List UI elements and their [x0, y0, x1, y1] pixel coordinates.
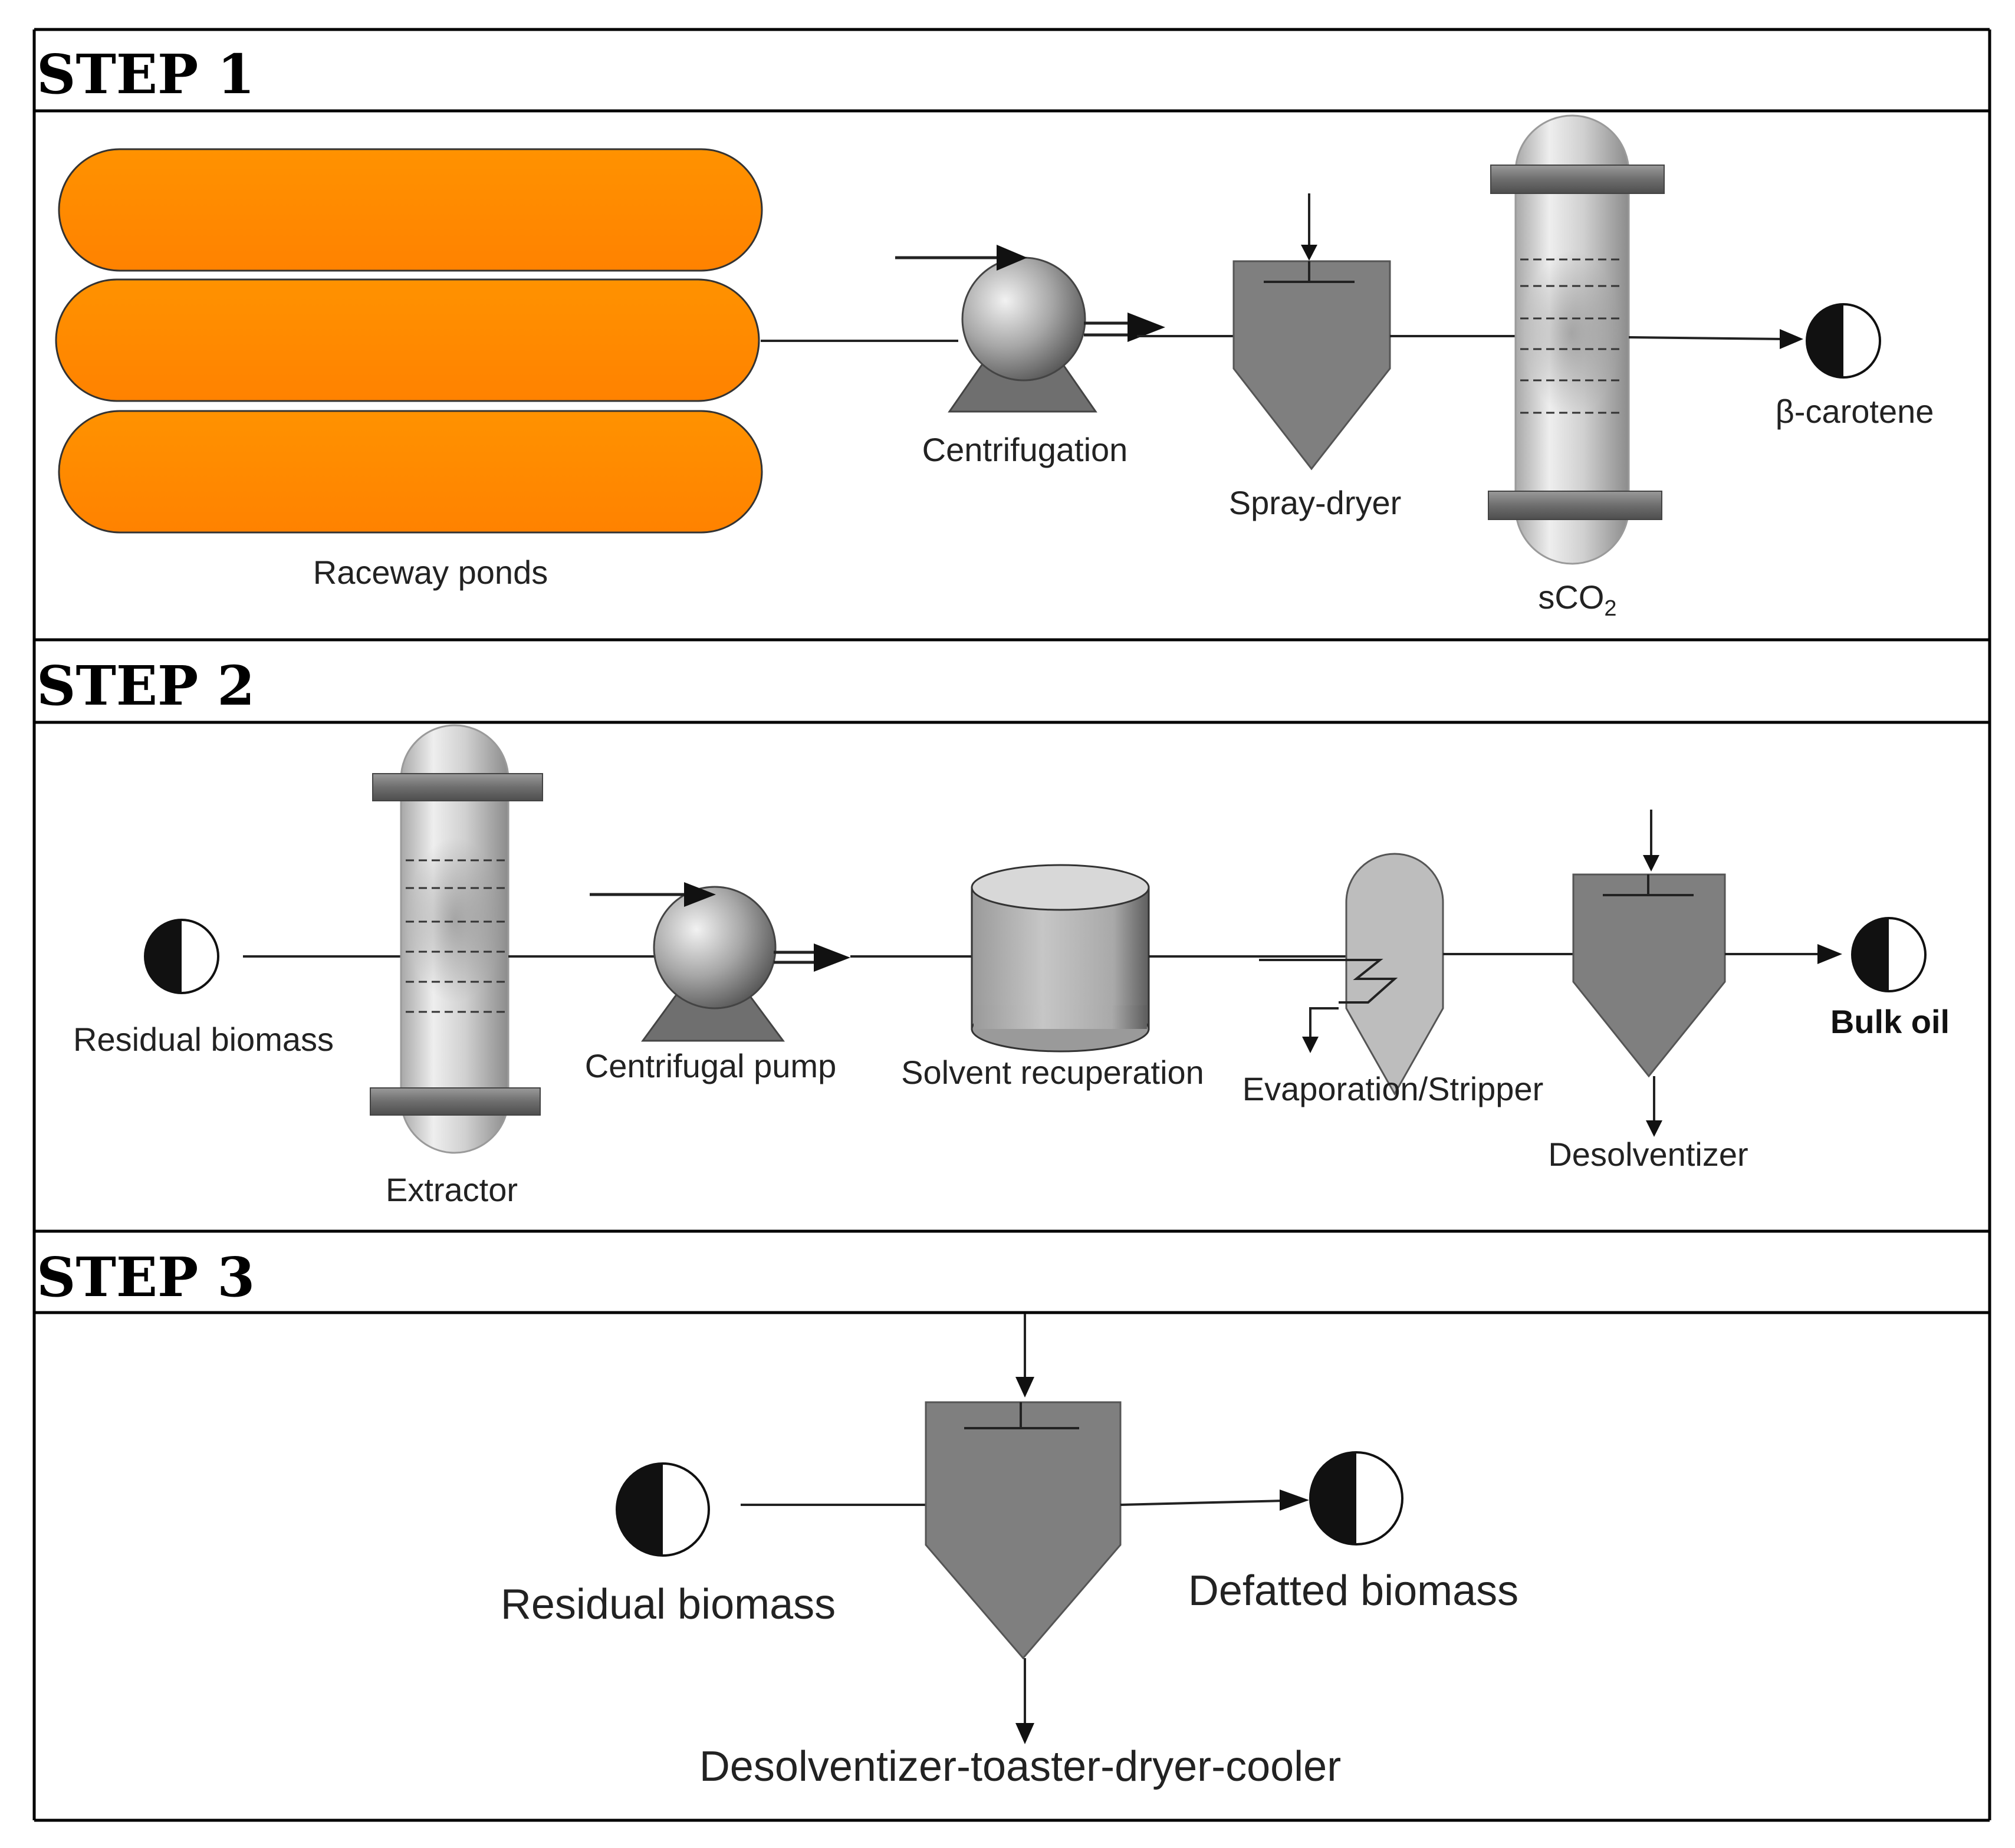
step-1-title: STEP 1 — [37, 42, 255, 106]
dtdc-label: Desolventizer-toaster-dryer-cooler — [699, 1743, 1341, 1790]
step-2-title: STEP 2 — [37, 654, 255, 718]
flow-line-dtdc-product — [1120, 1500, 1285, 1506]
sco2-column-icon — [1488, 114, 1665, 565]
raceway-pond-3 — [58, 410, 763, 534]
desolventizer-label: Desolventizer — [1548, 1136, 1748, 1173]
raceway-ponds-label: Raceway ponds — [313, 554, 548, 591]
spray-dryer-label: Spray-dryer — [1229, 484, 1402, 521]
raceway-pond-2 — [55, 278, 760, 402]
centrifuge-pump-icon — [895, 245, 1165, 413]
extractor-column-icon — [370, 724, 543, 1154]
centrifugation-label: Centrifugation — [922, 431, 1128, 468]
step-3-residual-biomass-terminal-icon — [616, 1462, 710, 1557]
step-3-title: STEP 3 — [37, 1245, 255, 1309]
step-2-section: STEP 2 Residual biomass Extractor — [37, 654, 1950, 1208]
step-3-residual-biomass-label: Residual biomass — [501, 1581, 836, 1628]
centrifugal-pump-label: Centrifugal pump — [585, 1047, 836, 1084]
desolventizer-icon — [1572, 810, 1726, 1137]
spray-dryer-icon — [1232, 193, 1391, 471]
sco2-label: sCO2 — [1538, 578, 1616, 621]
centrifugal-pump-icon — [590, 882, 850, 1042]
step-3-section: STEP 3 Residual biomass Defatted biomass… — [37, 1245, 1518, 1790]
solvent-recuperation-label: Solvent recuperation — [901, 1054, 1204, 1091]
beta-carotene-label: β-carotene — [1776, 393, 1934, 430]
extractor-label: Extractor — [386, 1171, 518, 1208]
beta-carotene-terminal-icon — [1806, 303, 1881, 379]
raceway-pond-1 — [58, 148, 763, 272]
bulk-oil-terminal-icon — [1851, 917, 1927, 992]
dtdc-hopper-icon — [925, 1314, 1122, 1744]
solvent-recuperation-tank-icon — [971, 864, 1150, 1053]
evaporation-stripper-label: Evaporation/Stripper — [1242, 1070, 1544, 1107]
residual-biomass-terminal-icon — [144, 919, 219, 994]
step-1-section: STEP 1 Raceway ponds Centrifugation — [37, 42, 1934, 621]
flow-line-sco2-product — [1628, 336, 1784, 340]
raceway-ponds — [55, 148, 763, 534]
sco2-label-subscript: 2 — [1604, 596, 1616, 621]
defatted-biomass-label: Defatted biomass — [1188, 1567, 1518, 1614]
sco2-label-main: sCO — [1538, 578, 1604, 616]
step-2-residual-biomass-label: Residual biomass — [73, 1021, 334, 1058]
bulk-oil-label: Bulk oil — [1830, 1003, 1950, 1040]
defatted-biomass-terminal-icon — [1309, 1451, 1403, 1546]
figure-frames — [32, 28, 1991, 1822]
evaporator-stripper-icon — [1259, 853, 1444, 1096]
